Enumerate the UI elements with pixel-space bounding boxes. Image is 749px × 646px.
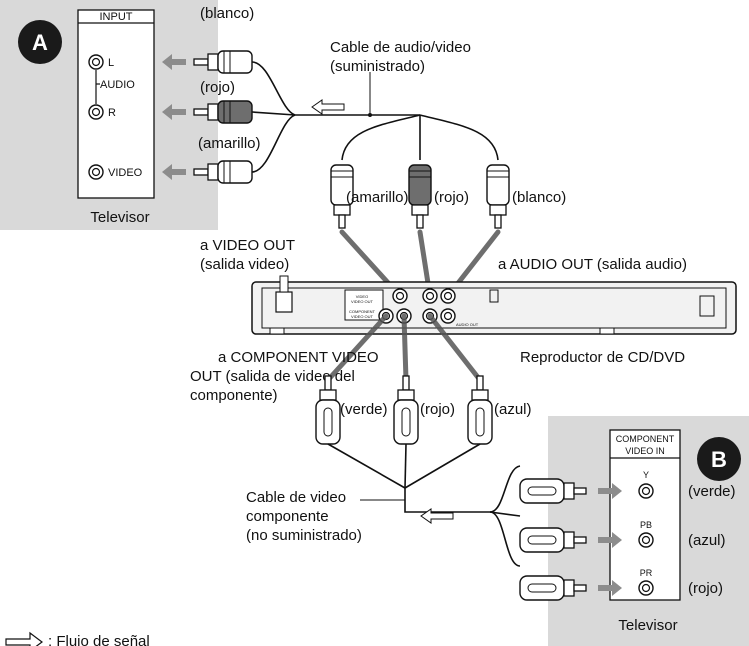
svg-text:A: A [32, 30, 48, 55]
label-rojo-b: (rojo) [434, 189, 469, 206]
jack-l-label: L [108, 57, 114, 69]
label-audio-out: a AUDIO OUT (salida audio) [498, 256, 687, 273]
player-jack [392, 288, 408, 304]
plug-blue-up [467, 375, 493, 445]
label-blanco-b: (blanco) [512, 189, 566, 206]
jack-pb-label: PB [640, 520, 652, 530]
jack-pr-label: PR [640, 568, 653, 578]
cable-av-label-2: (suministrado) [330, 58, 425, 75]
signal-flow-legend-icon [5, 631, 43, 646]
label-amarillo-b: (amarillo) [346, 189, 409, 206]
cable-av-label-1: Cable de audio/video [330, 39, 471, 56]
legend-signal-flow: : Flujo de señal [48, 633, 150, 646]
label-comp-out-3: componente) [190, 387, 278, 404]
player-jack [440, 288, 456, 304]
tv-b-azul: (azul) [688, 532, 726, 549]
label-comp-out-2: OUT (salida de video del [190, 368, 355, 385]
label-comp-out-1: a COMPONENT VIDEO [218, 349, 379, 366]
signal-flow-arrow-icon [311, 99, 345, 115]
jack-l [88, 54, 104, 70]
label-amarillo-a: (amarillo) [198, 135, 261, 152]
tv-b-header-1: COMPONENT [616, 434, 675, 444]
panel-component: COMPONENT [349, 309, 376, 314]
jack-r [88, 104, 104, 120]
badge-b: B [697, 437, 741, 481]
label-blanco-a: (blanco) [200, 5, 254, 22]
tv-b-header-2: VIDEO IN [625, 446, 665, 456]
player-jack [440, 308, 456, 324]
jack-y [638, 483, 654, 499]
jack-video [88, 164, 104, 180]
player-jack [422, 288, 438, 304]
player-name: Reproductor de CD/DVD [520, 349, 685, 366]
label-azul-a: (azul) [494, 401, 532, 418]
plug-green-up [315, 375, 341, 445]
label-video-out-2: (salida video) [200, 256, 289, 273]
audio-label: AUDIO [100, 79, 135, 91]
legend: : Flujo de señal [5, 631, 150, 646]
plug-red-down [408, 164, 432, 229]
plug-white-down [486, 164, 510, 229]
component-cable [327, 443, 521, 567]
label-rojo-c: (rojo) [420, 401, 455, 418]
jack-y-label: Y [643, 470, 649, 480]
label-rojo-a: (rojo) [200, 79, 235, 96]
tv-a-name: Televisor [90, 209, 149, 226]
tv-b-name: Televisor [618, 617, 677, 634]
label-comp-cable-1: Cable de video [246, 489, 346, 506]
panel-component-video-out: VIDEO OUT [351, 314, 374, 319]
input-header: INPUT [100, 11, 133, 23]
badge-a: A [18, 20, 62, 64]
svg-text:B: B [711, 447, 727, 472]
tv-a-input-panel: INPUT L AUDIO R VIDEO [77, 9, 155, 199]
jack-pr [638, 580, 654, 596]
dvd-player: VIDEO VIDEO OUT COMPONENT VIDEO OUT AUDI… [251, 275, 737, 335]
jack-video-label: VIDEO [108, 167, 143, 179]
av-cable [251, 61, 499, 173]
tv-b-rojo: (rojo) [688, 580, 723, 597]
panel-audio-out: AUDIO OUT [456, 322, 479, 327]
panel-video: VIDEO [356, 294, 368, 299]
label-comp-cable-3: (no suministrado) [246, 527, 362, 544]
label-comp-cable-2: componente [246, 508, 329, 525]
jack-r-label: R [108, 107, 116, 119]
jack-pb [638, 532, 654, 548]
signal-flow-arrow-icon [420, 508, 454, 524]
label-video-out-1: a VIDEO OUT [200, 237, 295, 254]
label-verde-a: (verde) [340, 401, 388, 418]
tv-b-panel: B COMPONENT VIDEO IN Y PB PR (verde) (az… [548, 416, 749, 646]
plug-red-up [393, 375, 419, 445]
tv-b-verde: (verde) [688, 483, 736, 500]
panel-video-out: VIDEO OUT [351, 299, 374, 304]
